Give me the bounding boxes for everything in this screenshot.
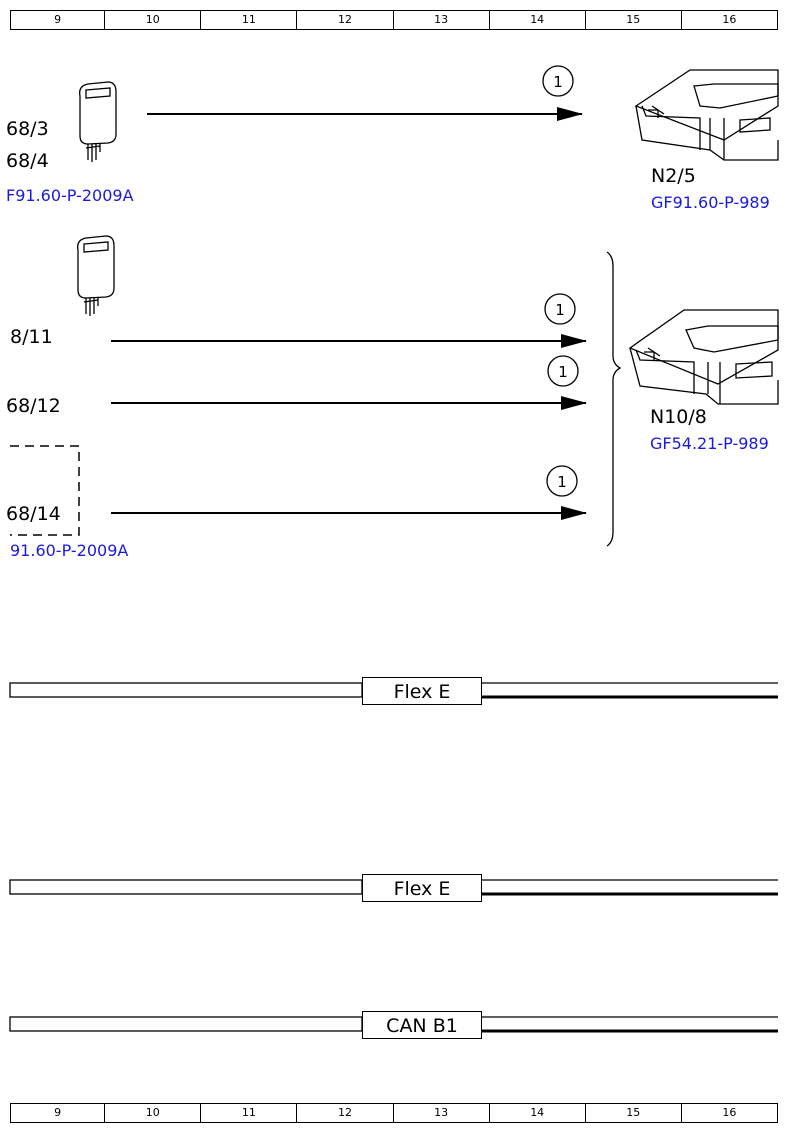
sensor-reference-link[interactable]: F91.60-P-2009A bbox=[6, 186, 134, 205]
module-label: N2/5 bbox=[651, 165, 696, 187]
ruler-col: 10 bbox=[105, 1104, 202, 1122]
grouping-brace bbox=[606, 251, 622, 547]
module-reference-link[interactable]: GF91.60-P-989 bbox=[651, 193, 770, 212]
bus-line bbox=[9, 682, 778, 699]
sensor-label: 68/4 bbox=[6, 150, 49, 172]
buckle-sensor-icon bbox=[79, 81, 117, 162]
control-module-icon bbox=[634, 69, 779, 161]
svg-text:1: 1 bbox=[553, 73, 563, 91]
ruler-col: 10 bbox=[105, 11, 202, 29]
sensor-label: 68/3 bbox=[6, 118, 49, 140]
svg-text:1: 1 bbox=[558, 363, 568, 381]
ruler-col: 14 bbox=[490, 1104, 586, 1122]
signal-label: 8/11 bbox=[10, 326, 53, 348]
column-ruler-top: 9 10 11 12 13 14 15 16 bbox=[10, 10, 778, 30]
ruler-col: 13 bbox=[394, 1104, 490, 1122]
bus-line bbox=[9, 879, 778, 896]
ruler-col: 14 bbox=[490, 11, 586, 29]
ruler-col: 11 bbox=[201, 11, 298, 29]
column-ruler-bottom: 9 10 11 12 13 14 15 16 bbox=[10, 1103, 778, 1123]
svg-text:1: 1 bbox=[557, 473, 567, 491]
ruler-col: 13 bbox=[394, 11, 490, 29]
sensor-reference-link[interactable]: 91.60-P-2009A bbox=[10, 541, 129, 560]
arrow-badge: 1 bbox=[542, 65, 574, 97]
module-label: N10/8 bbox=[650, 406, 707, 428]
ruler-col: 9 bbox=[11, 11, 106, 29]
dashed-frame bbox=[10, 445, 80, 536]
arrow-badge: 1 bbox=[544, 293, 576, 325]
ruler-col: 15 bbox=[586, 1104, 682, 1122]
signal-label: 68/14 bbox=[6, 503, 61, 525]
ruler-col: 11 bbox=[201, 1104, 298, 1122]
ruler-col: 16 bbox=[682, 11, 778, 29]
buckle-sensor-icon bbox=[77, 235, 115, 316]
ruler-col: 9 bbox=[11, 1104, 106, 1122]
bus-line bbox=[9, 1016, 778, 1033]
ruler-col: 12 bbox=[297, 11, 394, 29]
arrow-badge: 1 bbox=[546, 465, 578, 497]
svg-text:1: 1 bbox=[555, 301, 565, 319]
ruler-col: 12 bbox=[297, 1104, 394, 1122]
bus-label: CAN B1 bbox=[362, 1011, 482, 1039]
ruler-col: 15 bbox=[586, 11, 682, 29]
signal-label: 68/12 bbox=[6, 395, 61, 417]
module-reference-link[interactable]: GF54.21-P-989 bbox=[650, 434, 769, 453]
bus-label: Flex E bbox=[362, 874, 482, 902]
bus-label: Flex E bbox=[362, 677, 482, 705]
control-module-icon bbox=[628, 309, 779, 405]
arrow-badge: 1 bbox=[547, 355, 579, 387]
ruler-col: 16 bbox=[682, 1104, 778, 1122]
